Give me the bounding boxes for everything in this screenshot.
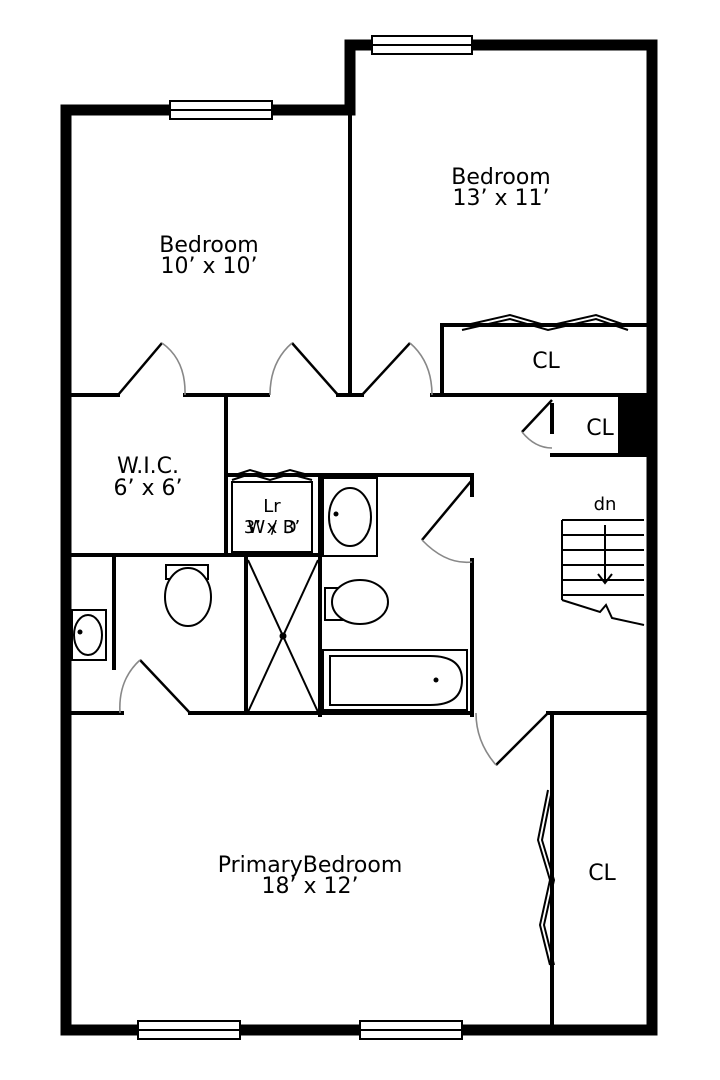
bathtub bbox=[322, 649, 468, 711]
wall-block bbox=[618, 397, 648, 453]
shower-drain bbox=[279, 632, 287, 640]
sink bbox=[73, 614, 103, 656]
doors bbox=[117, 342, 553, 766]
stairs-label: dn bbox=[594, 494, 617, 515]
room-size-bedroom-left: 10’ x 10’ bbox=[161, 254, 258, 279]
room-size-primary: 18’ x 12’ bbox=[262, 874, 359, 899]
interior-walls bbox=[68, 108, 650, 1028]
room-name-bedroom-left: Bedroom bbox=[159, 233, 259, 258]
stairs bbox=[561, 519, 645, 626]
closet-label-bedroom: CL bbox=[532, 349, 560, 374]
room-name-wic: W.I.C. bbox=[117, 454, 179, 479]
closet-label-hall: CL bbox=[586, 416, 614, 441]
toilet bbox=[164, 567, 212, 627]
stairs-arrow-head-icon bbox=[597, 573, 613, 585]
windows bbox=[137, 35, 473, 1040]
room-name-bedroom-right: Bedroom bbox=[451, 165, 551, 190]
room-size-bedroom-right: 13’ x 11’ bbox=[453, 186, 550, 211]
room-size-wic: 6’ x 6’ bbox=[114, 476, 183, 501]
room-size-laundry: 3’ x 3’ bbox=[244, 517, 300, 538]
room-labels: Bedroom 10’ x 10’ Bedroom 13’ x 11’ CL C… bbox=[114, 165, 617, 899]
room-name-primary: PrimaryBedroom bbox=[218, 853, 403, 878]
room-name-laundry: Lr bbox=[263, 496, 281, 517]
laundry-appliance-label: W / D bbox=[247, 517, 296, 538]
fixtures bbox=[71, 477, 468, 713]
bifold-doors bbox=[231, 313, 629, 966]
closet-label-primary: CL bbox=[588, 861, 616, 886]
toilet bbox=[331, 579, 389, 625]
sink bbox=[328, 487, 372, 547]
